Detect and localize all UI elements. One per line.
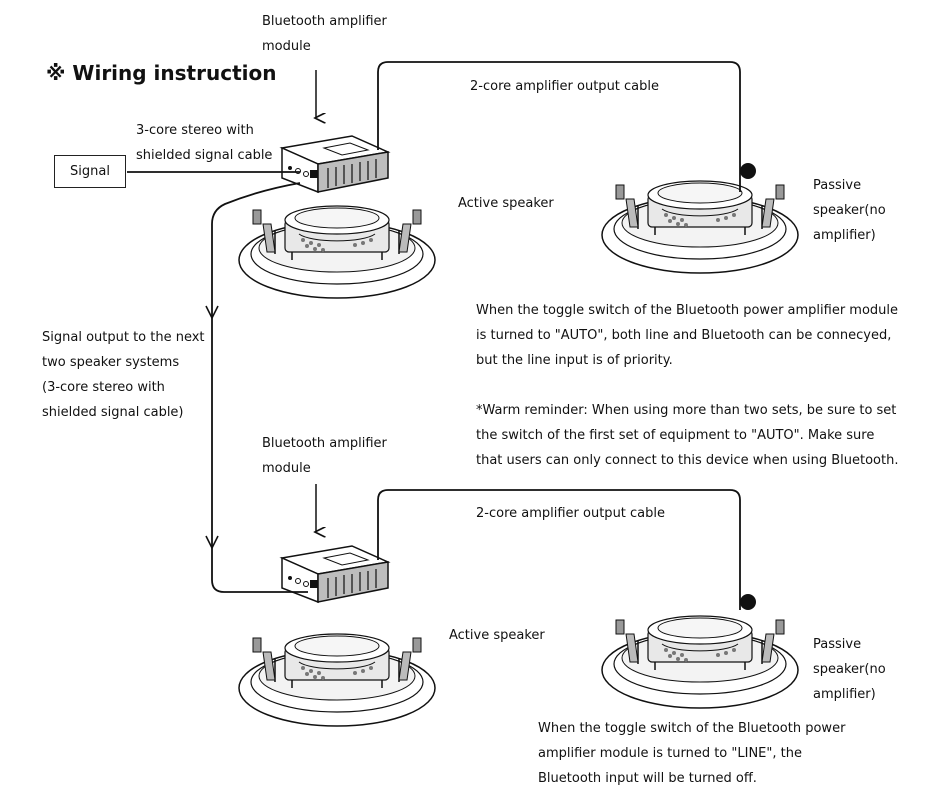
bottom-note: When the toggle switch of the Bluetooth … <box>538 721 846 786</box>
top-output-cable-label: 2-core amplifier output cable <box>470 79 660 94</box>
bottom-output-cable-label: 2-core amplifier output cable <box>476 506 666 521</box>
link-cable <box>211 182 308 593</box>
top-passive-speaker <box>601 163 799 274</box>
page-title: ※ Wiring instruction <box>46 61 277 85</box>
top-note: When the toggle switch of the Bluetooth … <box>476 303 899 368</box>
link-arrow-upper <box>205 305 219 320</box>
top-output-cable <box>377 61 741 192</box>
bottom-active-speaker <box>238 633 436 727</box>
bottom-passive-speaker <box>601 594 799 709</box>
top-active-speaker <box>238 205 436 299</box>
warm-reminder: *Warm reminder: When using more than two… <box>476 403 899 468</box>
bottom-output-cable <box>377 489 741 610</box>
link-arrow-lower <box>205 535 219 550</box>
top-active-label: Active speaker <box>458 196 554 211</box>
bottom-active-label: Active speaker <box>449 628 545 643</box>
bottom-bluetooth-module <box>281 545 389 603</box>
signal-box: Signal <box>54 155 126 188</box>
